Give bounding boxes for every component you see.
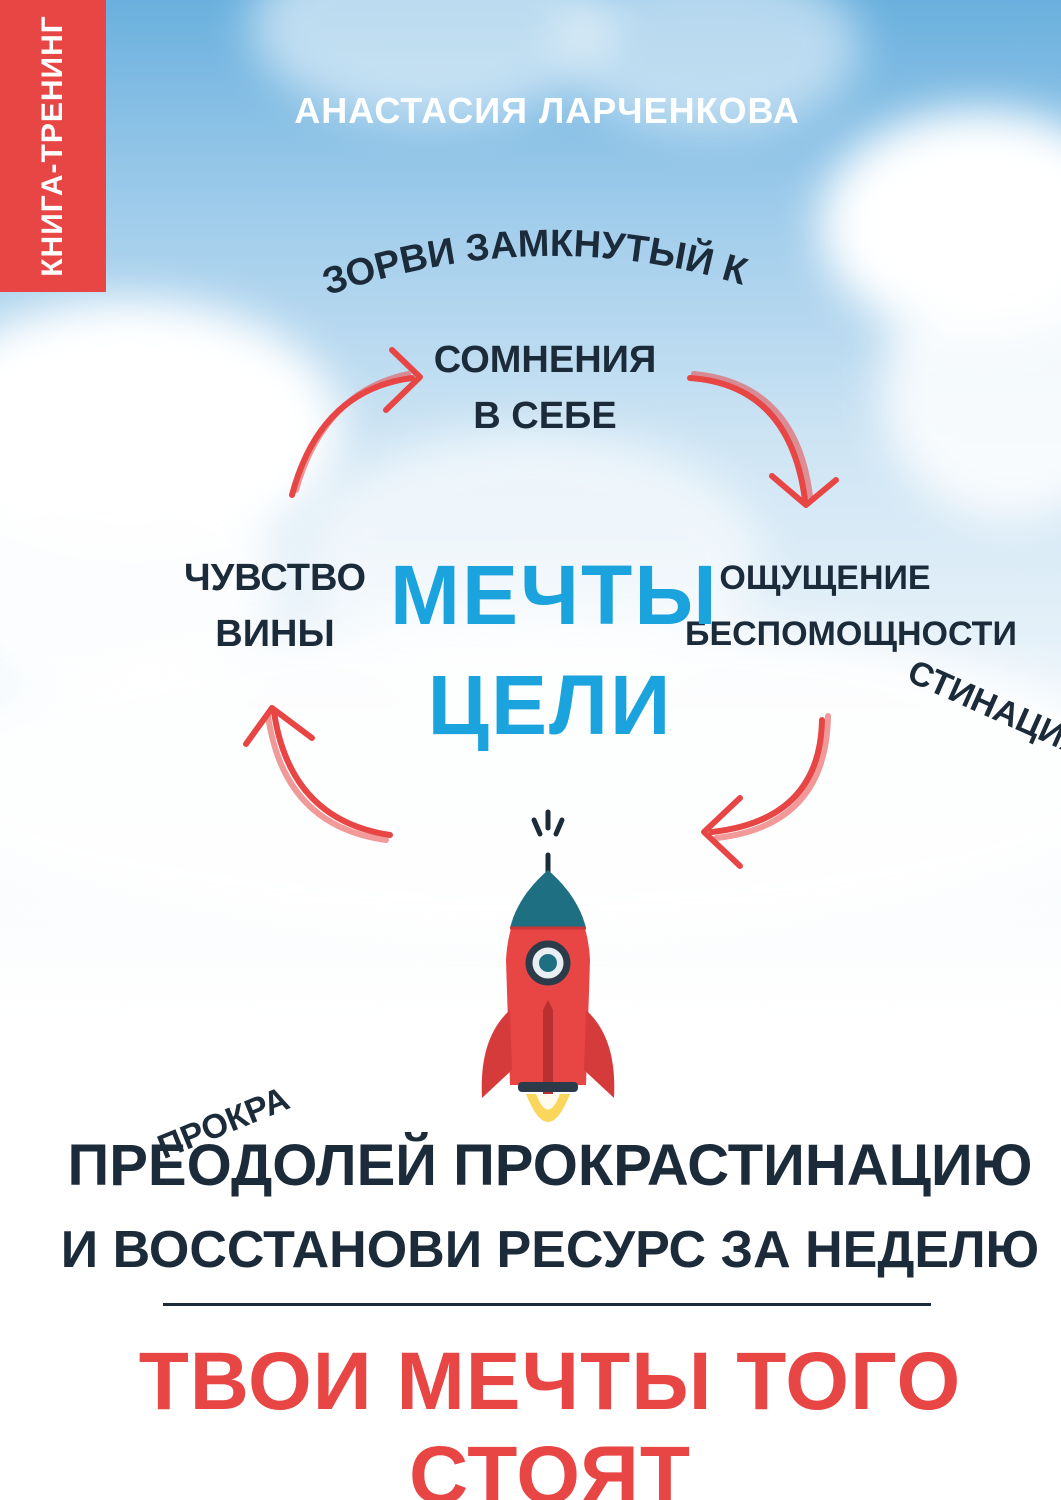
cycle-top-label: СОМНЕНИЯ В СЕБЕ [433,339,657,437]
center-goals: ЦЕЛИ [427,658,673,752]
cycle-left-label: ЧУВСТВО ВИНЫ [183,557,367,655]
cycle-arrow-icon [687,375,808,503]
title-divider [163,1303,931,1306]
title-line-1: ПРЕОДОЛЕЙ ПРОКРАСТИНАЦИЮ [67,1133,1033,1198]
cycle-arrow-icon [271,709,393,838]
cloud [0,620,1061,940]
cycle-right-label: ОЩУЩЕНИЕ БЕСПОМОЩНОСТИ [685,559,1017,653]
rocket-icon [481,870,615,1122]
arrowhead-icon [383,347,423,413]
arrowhead-icon [769,473,839,508]
arc-heading: РАЗОРВИ ЗАМКНУТЫЙ КРУГ [0,0,753,304]
cycle-arrow-icon [289,375,415,498]
cycle-bottom-part2: СТИНАЦИЯ [902,653,1061,766]
arrowhead-icon [701,795,743,869]
title-line-2: И ВОССТАНОВИ РЕСУРС ЗА НЕДЕЛЮ [60,1221,1040,1279]
book-type-badge: КНИГА-ТРЕНИНГ [0,0,106,292]
slogan: ТВОИ МЕЧТЫ ТОГО СТОЯТ [138,1336,962,1500]
center-dreams: МЕЧТЫ [390,548,719,642]
author-name: АНАСТАСИЯ ЛАРЧЕНКОВА [294,90,800,131]
cloud [560,0,860,130]
cycle-arrow-icon [709,717,825,835]
arrowhead-icon [243,705,315,747]
